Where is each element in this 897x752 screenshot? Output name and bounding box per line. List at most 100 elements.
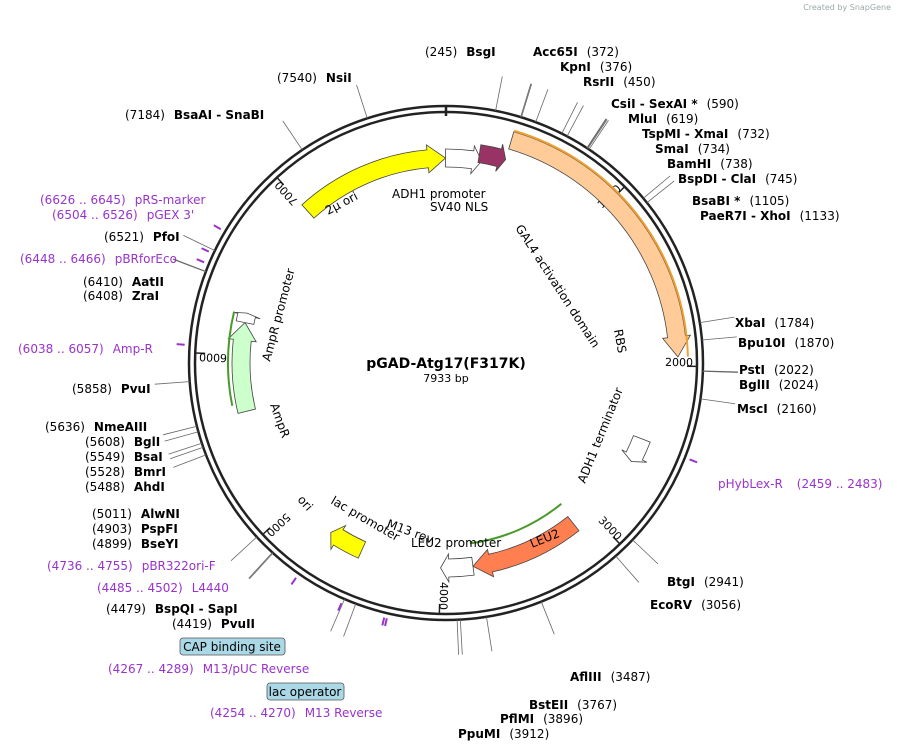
site-connector — [702, 370, 738, 373]
feature-arc — [445, 144, 483, 175]
feature-arc — [440, 552, 475, 584]
ampr-promoter-label: AmpR promoter — [259, 267, 297, 363]
site-connector — [520, 83, 532, 118]
site-alwni: (5011)AlwNI — [92, 507, 180, 521]
site-msci: MscI(2160) — [737, 402, 817, 416]
site-pfoi: (6521)PfoI — [104, 230, 180, 244]
site-bmri: (5528)BmrI — [85, 465, 166, 479]
highlight-arc — [513, 129, 689, 357]
site-connector — [356, 84, 368, 119]
site-ahdi: (5488)AhdI — [85, 480, 165, 494]
primer-labels: (6626 .. 6645)pRS-marker (6504 .. 6526)p… — [18, 193, 882, 720]
site-connector — [343, 603, 357, 637]
site-ecorv: EcoRV(3056) — [650, 598, 741, 612]
site-zrai: (6408)ZraI — [83, 289, 159, 303]
site-connector — [173, 454, 207, 468]
primer-mark — [381, 617, 386, 626]
site-connector — [168, 442, 202, 455]
plasmid-name: pGAD-Atg17(F317K) — [366, 356, 526, 372]
site-connector — [521, 83, 533, 118]
site-nsii: (7540)NsiI — [277, 71, 352, 85]
snapgene-credit: Created by SnapGene — [803, 3, 891, 12]
site-connector — [643, 175, 671, 199]
tick-mark — [612, 536, 621, 545]
site-connector — [248, 552, 273, 579]
site-connector — [495, 76, 503, 111]
site-csii-sexai: CsiI - SexAI *(590) — [611, 97, 739, 111]
tick-label: 6000 — [199, 350, 227, 364]
ori-label: ori — [295, 493, 316, 514]
tick-label: 5000 — [264, 510, 293, 539]
site-connector — [162, 425, 197, 436]
primer-m13-reverse: (4254 .. 4270)M13 Reverse — [210, 706, 382, 720]
site-bsgi: (245)BsgI — [425, 45, 496, 59]
site-connector — [183, 234, 216, 252]
adh1-terminator-label: ADH1 terminator — [575, 386, 626, 486]
feature-arc — [477, 144, 507, 172]
site-aatii: (6410)AatII — [83, 275, 164, 289]
site-bseyi: (4899)BseYI — [92, 537, 179, 551]
site-connector — [587, 119, 608, 149]
site-connector — [646, 180, 675, 204]
site-connector — [588, 120, 609, 150]
site-nmeaiii: (5636)NmeAIII — [45, 420, 147, 434]
site-btgi: BtgI(2941) — [667, 575, 744, 589]
site-connector — [170, 446, 204, 460]
rbs-label: RBS — [611, 328, 629, 354]
ampr-label: AmpR — [267, 401, 292, 439]
primer-mark — [196, 258, 205, 264]
lac-operator-box — [266, 682, 345, 701]
site-bsteii: BstEII(3767) — [529, 698, 617, 712]
primer-amp-r: (6038 .. 6057)Amp-R — [18, 342, 153, 356]
sv40-nls-label: SV40 NLS — [430, 200, 488, 214]
site-connector — [561, 102, 578, 134]
site-bamhi: BamHI(738) — [667, 157, 753, 171]
site-bgli: (5608)BglI — [85, 435, 160, 449]
site-connector — [230, 536, 258, 561]
site-connector — [282, 120, 303, 151]
site-connector — [632, 539, 659, 565]
site-kpni: KpnI(376) — [560, 60, 632, 74]
leu2-promoter-label: LEU2 promoter — [411, 536, 501, 550]
site-connector — [615, 555, 640, 583]
site-ppumi: PpuMI(3912) — [458, 727, 549, 741]
primer-pbr322ori-f: (4736 .. 4755)pBR322ori-F — [47, 559, 216, 573]
site-pflmi: PflMI(3896) — [500, 712, 583, 726]
highlight-arc — [227, 311, 236, 407]
site-pspfi: (4903)PspFI — [92, 522, 178, 536]
site-connector — [535, 89, 549, 123]
site-smai: SmaI(734) — [655, 142, 730, 156]
site-connector — [540, 601, 555, 635]
site-connector — [330, 598, 345, 632]
feature-arc — [232, 311, 261, 325]
site-connector — [699, 316, 735, 324]
primer-pgex3: (6504 .. 6526)pGEX 3' — [52, 208, 194, 222]
primer-pbrforeco: (6448 .. 6466)pBRforEco — [20, 252, 177, 266]
site-connector — [173, 258, 207, 272]
feature-arc — [330, 524, 367, 559]
site-bspqi-sapi: (4479)BspQI - SapI — [106, 602, 238, 616]
site-psti: PstI(2022) — [739, 363, 814, 377]
primer-l4440: (4485 .. 4502)L4440 — [97, 581, 229, 595]
site-labels-left: (245)BsgI (7540)NsiI (7184)BsaAI - SnaBI… — [45, 45, 496, 631]
site-connector — [172, 258, 206, 273]
feature-arc — [227, 321, 257, 414]
boxed-labels: CAP binding site lac operator — [179, 637, 345, 701]
site-bsai: (5549)BsaI — [85, 450, 163, 464]
site-paer7i-xhoi: PaeR7I - XhoI(1133) — [700, 209, 840, 223]
site-bpu10i: Bpu10I(1870) — [738, 336, 834, 350]
tick-label: 3000 — [596, 514, 625, 543]
site-acc65i: Acc65I(372) — [533, 45, 619, 59]
feature-arc — [621, 435, 651, 463]
primer-mark — [384, 618, 388, 627]
gal4-ad-label: GAL4 activation domain — [512, 222, 602, 350]
site-connector — [456, 619, 460, 655]
site-tspmi-xmai: TspMI - XmaI(732) — [642, 127, 770, 141]
site-connector — [700, 398, 736, 405]
site-bglii: BglII(2024) — [739, 378, 819, 392]
highlight-arc — [469, 503, 562, 545]
site-labels-right: Acc65I(372) KpnI(376) RsrII(450) CsiI - … — [458, 45, 840, 741]
site-afliii: AflIII(3487) — [570, 670, 650, 684]
adh1-promoter-label: ADH1 promoter — [392, 187, 486, 201]
site-connector — [702, 370, 738, 373]
